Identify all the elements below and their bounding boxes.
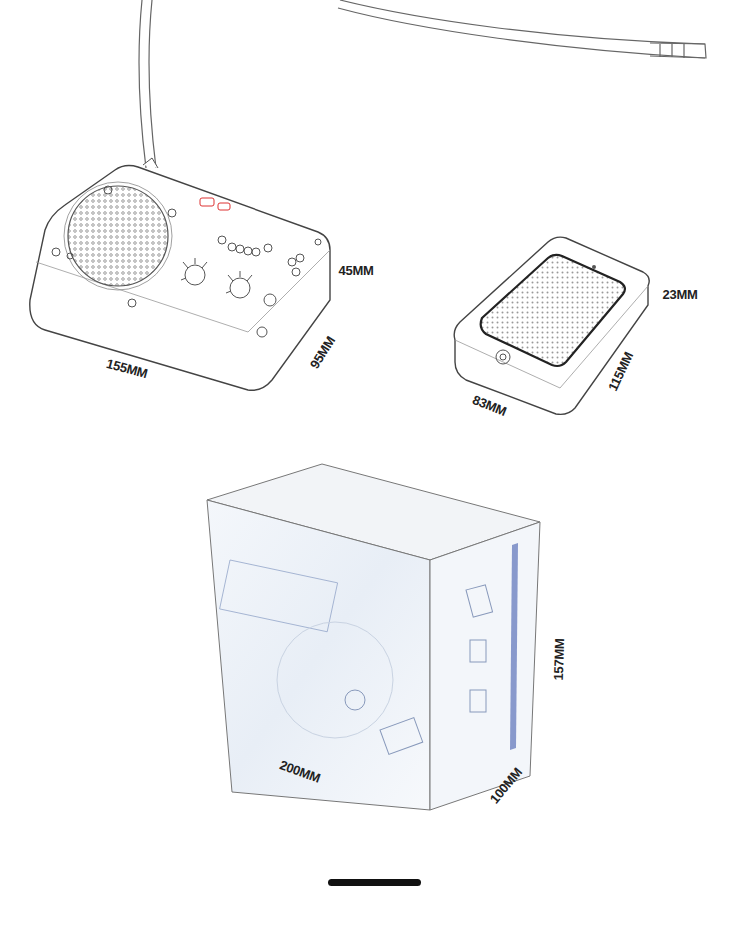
dimension-label: 45MM — [339, 264, 374, 277]
dimension-label: 157MM — [552, 638, 566, 680]
dimension-label: 23MM — [663, 288, 698, 301]
dimension-label: 155MM — [105, 356, 149, 379]
carton-box — [207, 464, 540, 810]
external-speaker — [454, 237, 649, 414]
dimension-label: 95MM — [307, 334, 337, 371]
home-indicator — [328, 879, 421, 886]
gooseneck — [139, 0, 706, 168]
console-unit — [30, 158, 330, 390]
dimension-label: 83MM — [470, 392, 507, 417]
